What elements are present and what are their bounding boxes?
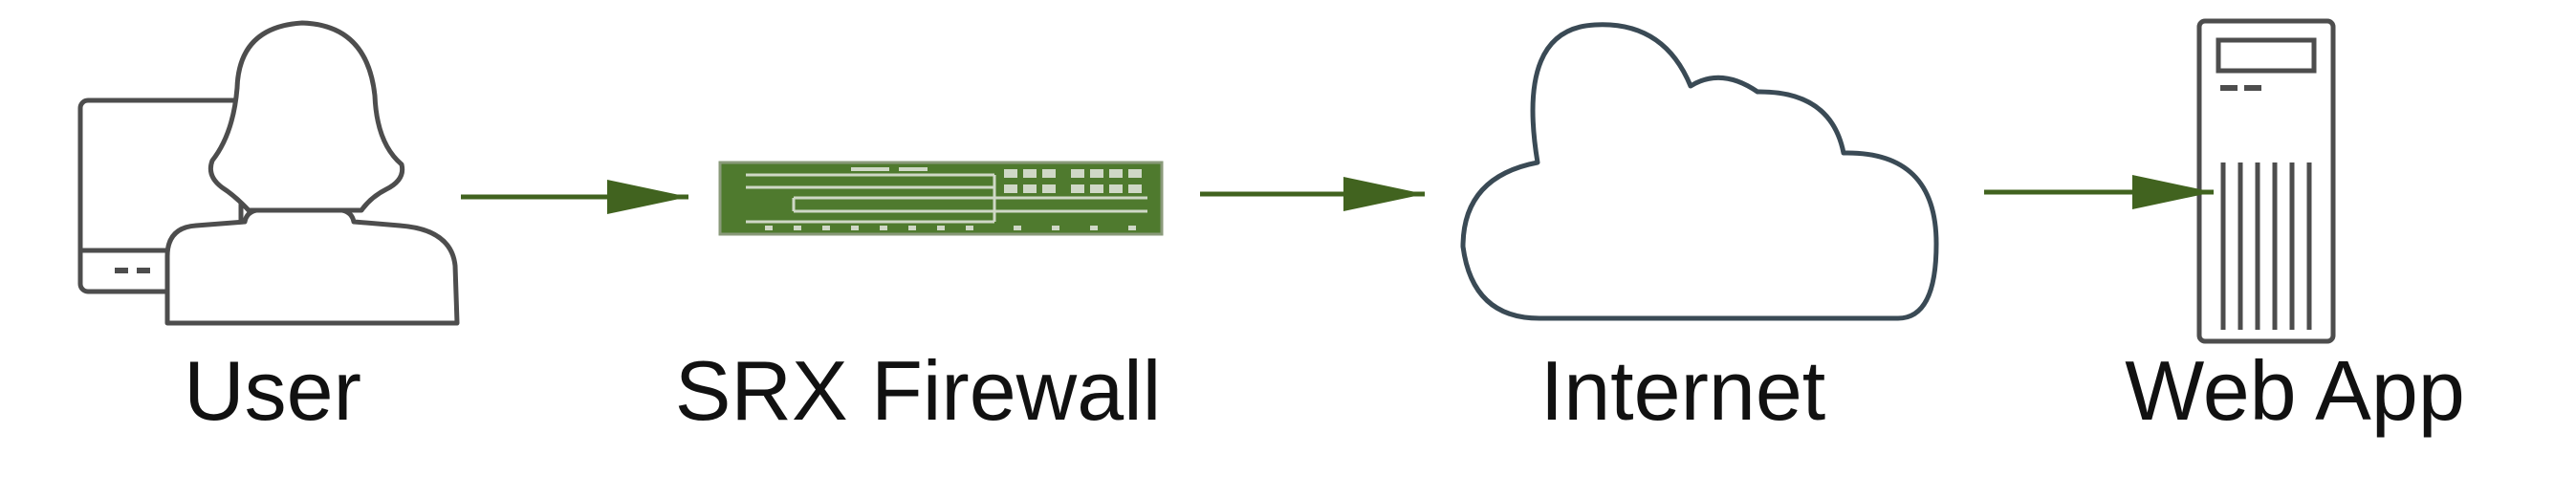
node-label-user: User — [184, 343, 361, 438]
node-label-internet: Internet — [1539, 343, 1826, 438]
firewall-appliance-icon — [718, 161, 1164, 236]
user-at-computer-icon — [77, 20, 460, 326]
node-label-srx-firewall: SRX Firewall — [674, 343, 1162, 438]
arrowhead-icon — [607, 180, 688, 214]
edge-firewall-to-internet — [1200, 177, 1425, 211]
cloud-icon — [1460, 22, 1939, 321]
edge-internet-to-webapp — [1984, 175, 2214, 209]
node-label-web-app: Web App — [2125, 343, 2465, 438]
arrowhead-icon — [2132, 175, 2214, 209]
edge-user-to-firewall — [461, 180, 688, 214]
arrowhead-icon — [1343, 177, 1425, 211]
server-tower-icon — [2196, 18, 2336, 344]
